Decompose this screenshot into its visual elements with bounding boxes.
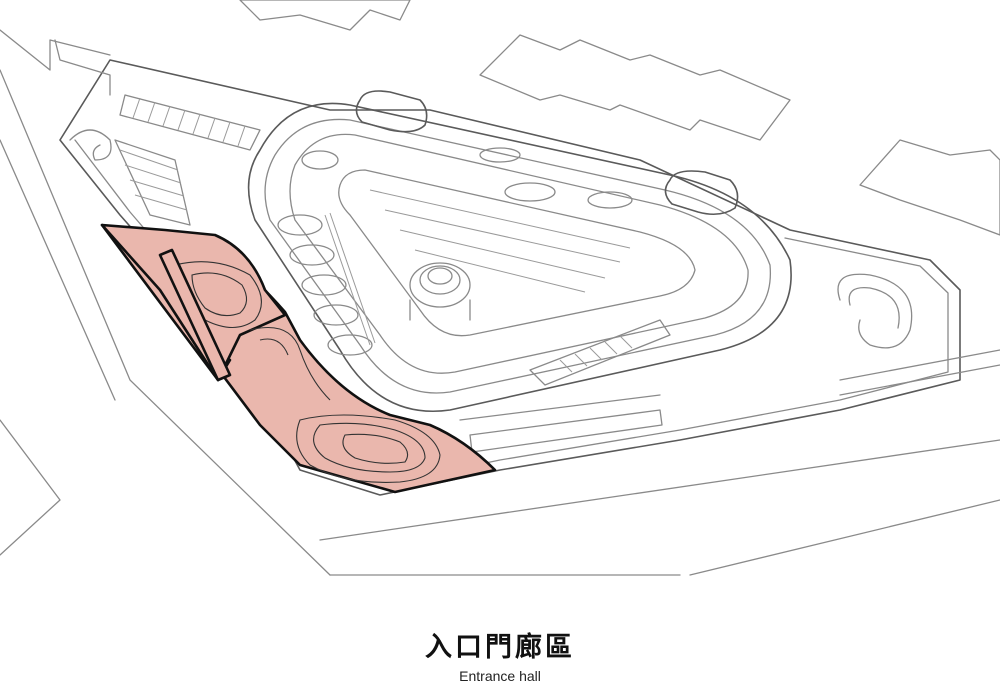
context-buildings [0, 0, 1000, 556]
roads [0, 69, 1000, 576]
parking-stripes [69, 94, 261, 226]
site-axonometric-drawing [0, 0, 1000, 576]
caption: 入口門廊區 Entrance hall [0, 630, 1000, 684]
caption-title-english: Entrance hall [459, 668, 541, 684]
courtyard-loop [837, 273, 913, 349]
caption-title-chinese: 入口門廊區 [425, 632, 575, 663]
entrance-hall-highlight [100, 223, 497, 494]
main-building [247, 90, 792, 412]
lower-band [459, 394, 663, 453]
